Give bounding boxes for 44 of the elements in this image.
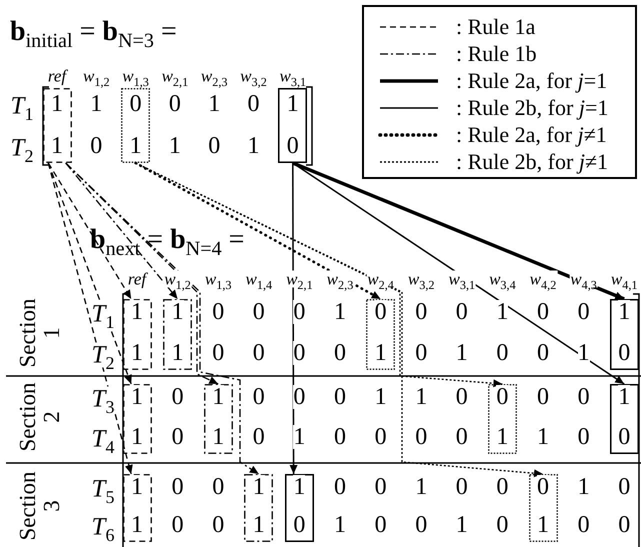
column-header: ref xyxy=(46,68,68,84)
column-box xyxy=(122,299,152,370)
column-box xyxy=(528,474,558,542)
column-box xyxy=(42,88,72,163)
arrow xyxy=(48,162,132,384)
matrix-entry: 1 xyxy=(293,425,306,449)
arrow xyxy=(135,162,544,478)
matrix-title: b$_{initial}$ = b$_{N=3}$ = xyxy=(10,18,177,46)
legend-text: : Rule 1a xyxy=(456,16,536,38)
legend-text: : Rule 2a, for j=1 xyxy=(456,70,608,92)
matrix-entry: 0 xyxy=(293,300,306,324)
legend-text: : Rule 2a, for j≠1 xyxy=(456,124,607,146)
matrix-entry: 0 xyxy=(293,385,306,409)
arrow xyxy=(290,163,298,474)
column-box xyxy=(163,299,192,370)
column-box xyxy=(610,299,639,370)
column-box xyxy=(488,384,517,454)
arrow xyxy=(65,162,260,475)
column-box xyxy=(122,474,152,542)
column-box xyxy=(121,88,150,163)
row-label: T$_{1}$ xyxy=(92,302,114,326)
section-label: Section 1 xyxy=(16,297,64,369)
column-box xyxy=(244,474,274,542)
legend-text: : Rule 2b, for j≠1 xyxy=(456,151,608,173)
arrow xyxy=(292,161,625,301)
column-box xyxy=(610,384,639,454)
legend-text: : Rule 1b xyxy=(456,43,537,65)
column-box xyxy=(122,384,152,454)
column-box xyxy=(366,299,396,370)
arrow xyxy=(65,162,178,300)
row-label: T$_{2}$ xyxy=(92,342,114,368)
section-label: Section 3 xyxy=(16,470,64,542)
section-label: Section 2 xyxy=(16,382,64,454)
column-header: ref xyxy=(126,270,148,288)
column-box xyxy=(284,474,314,542)
matrix-entry: 0 xyxy=(293,341,306,365)
matrix-entry: 1 xyxy=(578,341,590,365)
arrow xyxy=(134,162,382,300)
arrow xyxy=(48,162,132,300)
row-label: T$_{3}$ xyxy=(92,386,114,412)
column-box xyxy=(204,384,233,454)
legend-text: : Rule 2b, for j=1 xyxy=(456,97,608,119)
matrix-title: b$_{next}$ = b$_{N=4}$ = xyxy=(90,226,244,254)
column-box xyxy=(278,88,308,163)
